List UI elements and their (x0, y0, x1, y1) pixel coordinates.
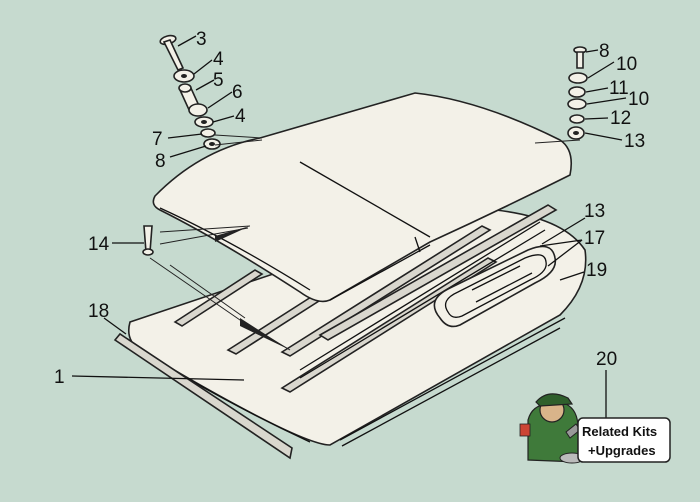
callout-20: 20 (596, 349, 617, 370)
callout-8: 8 (155, 151, 166, 172)
callout-labels: 3 4 5 6 4 7 8 8 10 11 10 12 13 13 17 19 … (54, 29, 649, 388)
upper-roof-panel (152, 92, 573, 303)
callout-17: 17 (584, 228, 605, 249)
callout-8: 8 (599, 41, 610, 62)
related-kits-line2: +Upgrades (588, 443, 656, 458)
left-fixing-stack (159, 34, 221, 150)
seal-strip (113, 332, 293, 460)
rivet-part (142, 225, 154, 256)
callout-4: 4 (213, 49, 224, 70)
callout-10: 10 (628, 89, 649, 110)
callout-13: 13 (584, 201, 605, 222)
callout-7: 7 (152, 129, 163, 150)
related-kits-badge[interactable]: Related Kits +Upgrades (519, 393, 671, 464)
callout-6: 6 (232, 82, 243, 103)
callout-18: 18 (88, 301, 109, 322)
callout-11: 11 (609, 78, 629, 99)
callout-5: 5 (213, 70, 224, 91)
callout-leaders (71, 35, 627, 420)
callout-13: 13 (624, 131, 645, 152)
callout-12: 12 (610, 108, 631, 129)
assembly-guides (149, 134, 581, 351)
callout-4: 4 (235, 106, 246, 127)
right-fixing-stack (567, 46, 588, 140)
lower-roof-panel (127, 204, 587, 447)
callout-19: 19 (586, 260, 607, 281)
callout-3: 3 (196, 29, 207, 50)
callout-14: 14 (88, 234, 110, 255)
mechanic-illustration (519, 393, 585, 464)
callout-1: 1 (54, 367, 65, 388)
callout-10: 10 (616, 54, 637, 75)
related-kits-line1: Related Kits (582, 424, 657, 439)
